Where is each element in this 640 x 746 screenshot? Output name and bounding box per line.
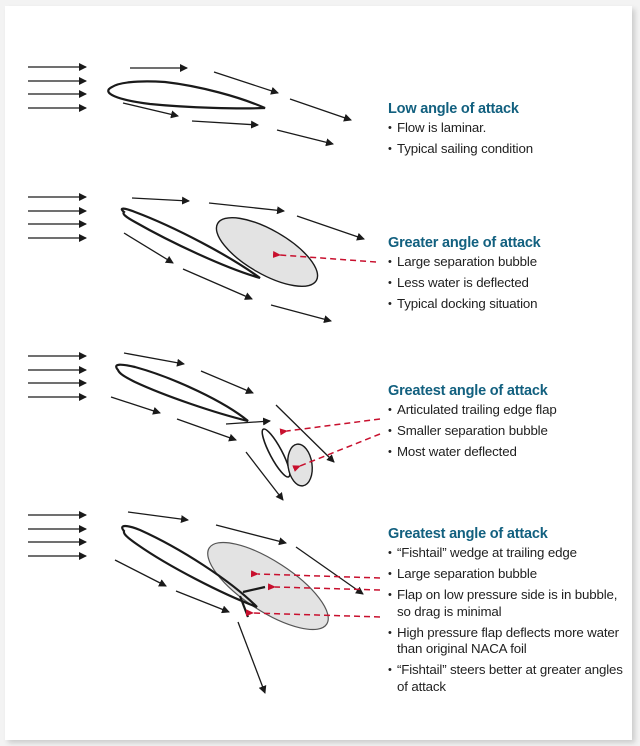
flow-arrow [200, 370, 254, 394]
flow-arrow [245, 451, 284, 501]
foil-shape [121, 524, 258, 609]
caption-low-angle: Low angle of attack Flow is laminar. Typ… [388, 101, 628, 162]
separation-bubble [207, 541, 329, 631]
caption-greatest-angle-fishtail: Greatest angle of attack “Fishtail” wedg… [388, 526, 628, 700]
flow-arrow [191, 120, 259, 129]
fishtail-low-pressure-flap [242, 585, 266, 594]
bullet-item: Typical docking situation [388, 296, 628, 313]
caption-heading: Low angle of attack [388, 101, 519, 117]
panel-greatest-angle-flap [28, 352, 381, 501]
callout-pointer [272, 251, 377, 263]
caption-greater-angle: Greater angle of attack Large separation… [388, 235, 628, 317]
bullet-item: Typical sailing condition [388, 141, 628, 158]
flow-arrow [215, 524, 287, 546]
panel-low-angle [28, 63, 352, 147]
flow-arrow [225, 417, 271, 426]
flow-arrow [276, 129, 334, 147]
bullet-item: Flap on low pressure side is in bubble, … [388, 587, 628, 620]
flow-arrow [289, 98, 352, 122]
incoming-flow-arrows [28, 511, 87, 560]
foil-shape [120, 207, 261, 280]
flow-arrow [175, 590, 230, 614]
caption-bullets: “Fishtail” wedge at trailing edge Large … [388, 545, 628, 695]
caption-bullets: Flow is laminar. Typical sailing conditi… [388, 120, 628, 158]
callout-pointer [267, 583, 381, 591]
caption-heading: Greatest angle of attack [388, 526, 548, 542]
bullet-item: “Fishtail” wedge at trailing edge [388, 545, 628, 562]
flow-arrow [296, 215, 365, 241]
caption-greatest-angle-flap: Greatest angle of attack Articulated tra… [388, 383, 628, 465]
stream-arrows [110, 352, 335, 501]
flow-arrow [270, 304, 332, 324]
separation-bubble [287, 443, 313, 487]
flow-arrow [127, 511, 189, 524]
incoming-flow-arrows [28, 193, 87, 242]
bullet-item: Most water deflected [388, 444, 628, 461]
stream-arrows [114, 511, 364, 694]
incoming-flow-arrows [28, 352, 87, 401]
flow-arrow [182, 268, 253, 300]
flow-arrow [110, 396, 161, 415]
caption-bullets: Articulated trailing edge flap Smaller s… [388, 402, 628, 461]
bullet-item: Flow is laminar. [388, 120, 628, 137]
flow-arrow [122, 102, 179, 119]
bullet-item: Large separation bubble [388, 254, 628, 271]
trailing-edge-flap [261, 428, 291, 478]
caption-heading: Greater angle of attack [388, 235, 541, 251]
foil-shape [115, 363, 249, 423]
bullet-item: Articulated trailing edge flap [388, 402, 628, 419]
foil-shape [107, 80, 266, 110]
callout-pointer [279, 418, 381, 436]
panel-greater-angle [28, 193, 377, 324]
flow-arrow [123, 352, 185, 367]
bullet-item: High pressure flap deflects more water t… [388, 625, 628, 658]
bullet-item: Large separation bubble [388, 566, 628, 583]
bullet-item: Less water is deflected [388, 275, 628, 292]
bullet-item: “Fishtail” steers better at greater angl… [388, 662, 628, 695]
flow-arrow [213, 71, 279, 95]
flow-arrow [208, 202, 285, 215]
flow-arrow [131, 196, 190, 205]
incoming-flow-arrows [28, 63, 87, 112]
flow-arrow [114, 559, 167, 587]
flow-arrow [275, 404, 335, 463]
panel-greatest-angle-fishtail [28, 511, 381, 694]
flow-arrow [295, 546, 364, 595]
separation-bubble [215, 217, 319, 287]
callout-pointer [292, 433, 381, 472]
caption-heading: Greatest angle of attack [388, 383, 548, 399]
caption-bullets: Large separation bubble Less water is de… [388, 254, 628, 313]
callout-pointer [245, 609, 381, 618]
bullet-item: Smaller separation bubble [388, 423, 628, 440]
stream-arrows [123, 196, 365, 324]
flow-arrow [237, 621, 267, 694]
flow-arrow [176, 418, 237, 442]
callout-pointer [250, 570, 381, 579]
flow-arrow [123, 232, 174, 264]
stream-arrows [122, 64, 352, 147]
